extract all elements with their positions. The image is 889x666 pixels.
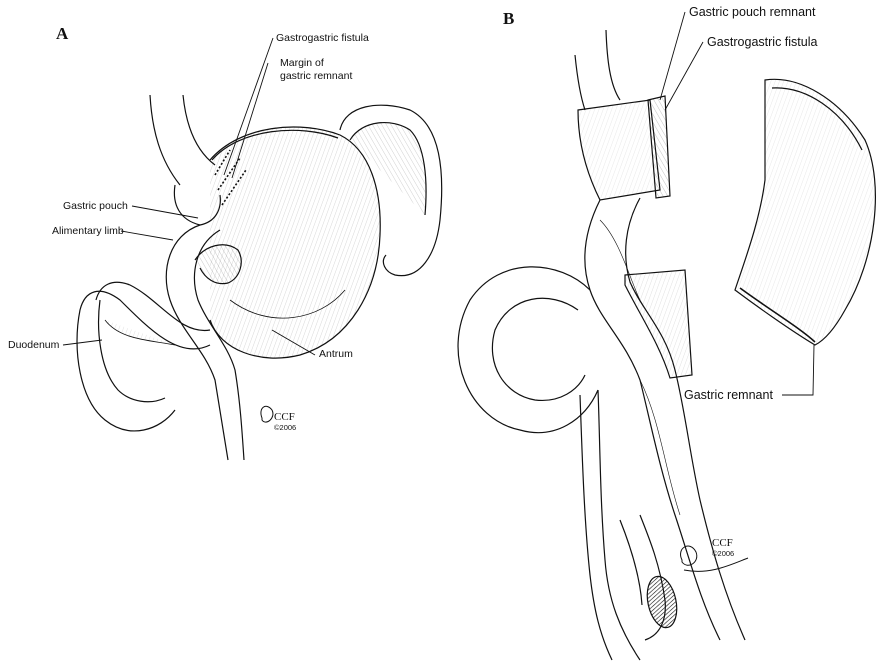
signature-b: CCF ©2006 [712, 538, 734, 557]
panel-b-drawing [458, 30, 875, 660]
label-a-margin-line2: gastric remnant [280, 70, 352, 82]
label-b-gastric-remnant: Gastric remnant [684, 388, 773, 402]
label-a-duodenum: Duodenum [8, 339, 59, 351]
label-a-margin-line1: Margin of [280, 57, 324, 69]
label-b-gastrogastric-fistula: Gastrogastric fistula [707, 35, 817, 49]
signature-b-mark: CCF [712, 538, 734, 550]
signature-a-year: ©2006 [274, 424, 296, 432]
signature-marks [261, 406, 748, 571]
label-a-gastrogastric-fistula: Gastrogastric fistula [276, 32, 369, 44]
label-b-gastric-pouch-remnant: Gastric pouch remnant [689, 5, 815, 19]
panel-a-drawing [77, 95, 442, 460]
label-a-gastric-pouch: Gastric pouch [63, 200, 128, 212]
signature-a: CCF ©2006 [274, 412, 296, 431]
label-a-alimentary-limb: Alimentary limb [52, 225, 124, 237]
label-a-antrum: Antrum [319, 348, 353, 360]
panel-b-letter: B [503, 10, 514, 27]
panel-a-letter: A [56, 25, 68, 42]
signature-a-mark: CCF [274, 412, 296, 424]
signature-b-year: ©2006 [712, 550, 734, 558]
